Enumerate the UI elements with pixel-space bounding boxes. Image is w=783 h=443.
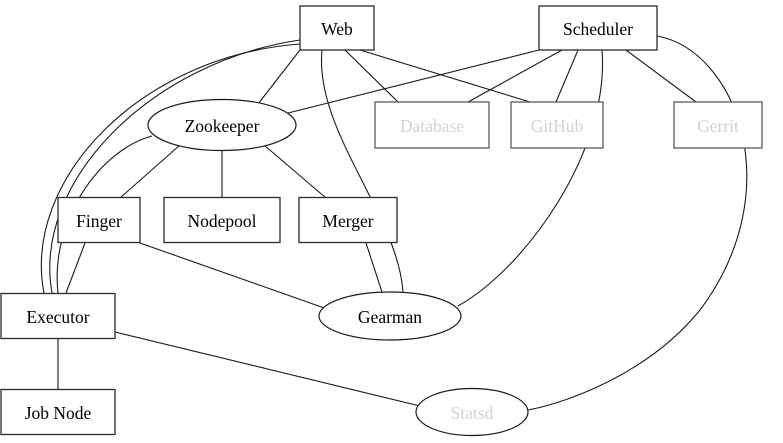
edge-zookeeper-executor bbox=[56, 135, 153, 294]
node-statsd[interactable]: Statsd bbox=[415, 387, 529, 437]
node-database[interactable]: Database bbox=[374, 101, 490, 149]
node-label-database: Database bbox=[400, 116, 464, 136]
node-gearman[interactable]: Gearman bbox=[318, 291, 462, 341]
node-label-zookeeper: Zookeeper bbox=[185, 116, 260, 136]
edge-finger-executor bbox=[65, 242, 86, 294]
node-shape-box-scheduler[interactable] bbox=[538, 5, 658, 51]
node-label-gearman: Gearman bbox=[358, 307, 422, 327]
node-label-web: Web bbox=[321, 19, 353, 39]
node-label-github: GitHub bbox=[531, 116, 584, 136]
node-shape-box-finger[interactable] bbox=[57, 196, 141, 244]
node-merger[interactable]: Merger bbox=[298, 196, 398, 244]
node-shape-box-gerrit[interactable] bbox=[673, 101, 763, 149]
edge-web-github bbox=[359, 49, 531, 103]
node-shape-box-github[interactable] bbox=[510, 101, 604, 149]
node-shape-ellipse-statsd[interactable] bbox=[415, 387, 529, 437]
edge-scheduler-gearman bbox=[457, 49, 604, 307]
node-github[interactable]: GitHub bbox=[510, 101, 604, 149]
node-shape-box-merger[interactable] bbox=[298, 196, 398, 244]
edge-scheduler-zookeeper bbox=[287, 49, 540, 114]
edge-zookeeper-finger bbox=[119, 144, 181, 199]
node-shape-box-nodepool[interactable] bbox=[163, 196, 281, 244]
node-finger[interactable]: Finger bbox=[57, 196, 141, 244]
node-label-nodepool: Nodepool bbox=[187, 211, 256, 231]
node-label-executor: Executor bbox=[26, 307, 89, 327]
edge-scheduler-database bbox=[467, 49, 563, 103]
node-jobnode[interactable]: Job Node bbox=[0, 388, 116, 436]
edge-web-database bbox=[344, 49, 399, 103]
node-shape-box-database[interactable] bbox=[374, 101, 490, 149]
node-web[interactable]: Web bbox=[299, 5, 375, 51]
edge-scheduler-statsd bbox=[527, 35, 748, 411]
edge-scheduler-gerrit bbox=[625, 49, 697, 103]
edge-zookeeper-merger bbox=[263, 144, 327, 199]
edges-layer bbox=[40, 35, 748, 411]
node-shape-box-web[interactable] bbox=[299, 5, 375, 51]
edge-scheduler-github bbox=[555, 49, 579, 103]
node-label-statsd: Statsd bbox=[451, 403, 494, 423]
node-nodepool[interactable]: Nodepool bbox=[163, 196, 281, 244]
node-label-finger: Finger bbox=[76, 211, 122, 231]
node-label-scheduler: Scheduler bbox=[563, 19, 633, 39]
node-shape-box-jobnode[interactable] bbox=[0, 388, 116, 436]
edge-merger-gearman bbox=[365, 242, 383, 293]
node-zookeeper[interactable]: Zookeeper bbox=[147, 98, 297, 152]
edge-web-executor-b bbox=[49, 39, 301, 294]
node-shape-ellipse-zookeeper[interactable] bbox=[147, 98, 297, 152]
node-label-merger: Merger bbox=[322, 211, 373, 231]
node-shape-box-executor[interactable] bbox=[0, 292, 116, 340]
node-gerrit[interactable]: Gerrit bbox=[673, 101, 763, 149]
edge-finger-gearman bbox=[139, 242, 331, 311]
edge-executor-statsd bbox=[114, 331, 421, 407]
node-shape-ellipse-gearman[interactable] bbox=[318, 291, 462, 341]
node-label-jobnode: Job Node bbox=[25, 403, 92, 423]
edge-web-gearman bbox=[320, 49, 404, 293]
edge-web-zookeeper bbox=[257, 49, 301, 105]
node-executor[interactable]: Executor bbox=[0, 292, 116, 340]
node-scheduler[interactable]: Scheduler bbox=[538, 5, 658, 51]
node-label-gerrit: Gerrit bbox=[697, 116, 739, 136]
